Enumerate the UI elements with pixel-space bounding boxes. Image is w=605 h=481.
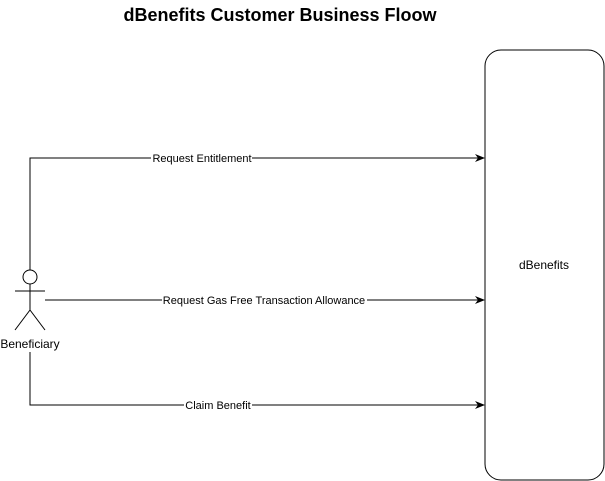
flow-claim-benefit-arrow	[29, 352, 485, 409]
beneficiary-actor-label: Beneficiary	[0, 337, 59, 351]
dbenefits-system-box	[484, 49, 605, 481]
flow-request-gas-free-allowance-label-bg	[162, 293, 367, 307]
flow-claim-benefit-label-bg	[184, 398, 252, 412]
flow-request-gas-free-allowance-label: Request Gas Free Transaction Allowance	[163, 295, 365, 307]
flow-request-gas-free-allowance[interactable]: Request Gas Free Transaction Allowance	[45, 293, 485, 307]
flow-request-entitlement-label: Request Entitlement	[152, 153, 251, 165]
beneficiary-actor[interactable]: Beneficiary	[0, 269, 60, 351]
dbenefits-system-node[interactable]: dBenefits	[484, 49, 605, 481]
dbenefits-system-label: dBenefits	[519, 258, 569, 272]
flow-request-entitlement-arrow	[29, 154, 485, 270]
stick-figure-actor-icon	[14, 269, 46, 331]
flow-claim-benefit-label: Claim Benefit	[185, 400, 250, 412]
diagram-title: dBenefits Customer Business Floow	[123, 5, 437, 25]
flow-request-entitlement[interactable]: Request Entitlement	[29, 151, 485, 270]
flow-request-entitlement-label-bg	[151, 151, 252, 165]
flow-claim-benefit[interactable]: Claim Benefit	[29, 352, 485, 412]
